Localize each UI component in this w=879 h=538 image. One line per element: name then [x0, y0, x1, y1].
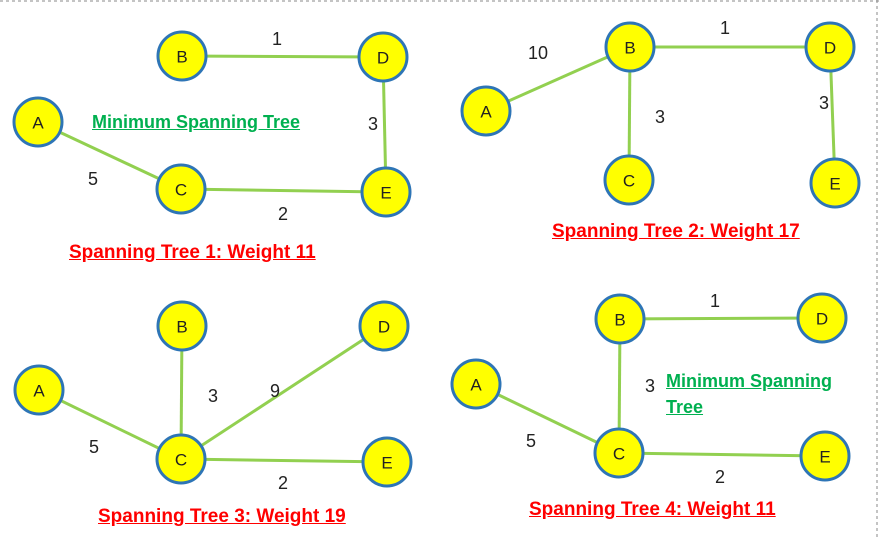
tree-3-node-B-label: B	[176, 318, 187, 337]
tree-1-edge-D-E-weight: 3	[368, 114, 378, 134]
tree-2-edge-D-E-weight: 3	[819, 93, 829, 113]
tree-2-caption: Spanning Tree 2: Weight 17	[552, 221, 800, 242]
tree-4-edge-B-C-weight: 3	[645, 376, 655, 396]
tree-1-node-A-label: A	[32, 114, 44, 133]
tree-2-node-B-label: B	[624, 39, 635, 58]
tree-4-node-B-circle	[594, 293, 646, 345]
tree-1-node-C-label: C	[175, 181, 187, 200]
tree-3-node-B-circle	[156, 300, 208, 352]
tree-3-node-D-circle	[358, 300, 410, 352]
tree-4-node-B-label: B	[614, 311, 625, 330]
tree-2-edge-A-B	[485, 45, 631, 113]
tree-4-node-C-label: C	[613, 445, 625, 464]
tree-2-edge-A-B-weight: 10	[528, 43, 548, 63]
tree-2-node-D-label: D	[824, 39, 836, 58]
tree-2-edge-B-D-weight: 1	[720, 18, 730, 38]
tree-1-edge-C-E-weight: 2	[278, 204, 288, 224]
tree-4-node-D: D	[796, 292, 848, 344]
tree-4-node-D-circle	[796, 292, 848, 344]
tree-4-node-C: C	[593, 427, 645, 479]
tree-1-node-B-label: B	[176, 48, 187, 67]
tree-1-node-A-circle	[12, 96, 64, 148]
tree-4-node-A-circle	[450, 358, 502, 410]
tree-4-edge-A-C	[475, 382, 620, 455]
tree-2-node-C: C	[603, 154, 655, 206]
tree-3-node-E: E	[361, 436, 413, 488]
tree-3-node-A-circle	[13, 364, 65, 416]
tree-2-edge-B-C-weight: 3	[655, 107, 665, 127]
tree-1-node-E-circle	[360, 166, 412, 218]
tree-2-node-E-label: E	[829, 175, 840, 194]
tree-3-edge-C-D	[180, 324, 385, 461]
tree-1-node-C: C	[155, 163, 207, 215]
tree-3-edge-C-E	[180, 457, 388, 464]
tree-2-node-E-circle	[809, 157, 861, 209]
tree-4-edge-C-E-weight: 2	[715, 467, 725, 487]
tree-4-node-C-circle	[593, 427, 645, 479]
tree-2-node-E: E	[809, 157, 861, 209]
tree-3-node-C: C	[155, 433, 207, 485]
tree-1-edge-A-C-weight: 5	[88, 169, 98, 189]
tree-2-node-A-label: A	[480, 103, 492, 122]
tree-1-node-C-circle	[155, 163, 207, 215]
tree-3-node-D: D	[358, 300, 410, 352]
tree-3-node-A: A	[13, 364, 65, 416]
tree-1-edge-C-E	[180, 187, 387, 194]
tree-4-edge-A-C-weight: 5	[526, 431, 536, 451]
tree-4-node-D-label: D	[816, 310, 828, 329]
tree-3-edge-B-C-weight: 3	[208, 386, 218, 406]
tree-3-node-E-circle	[361, 436, 413, 488]
tree-3-node-E-label: E	[381, 454, 392, 473]
tree-1-mst-note: Minimum Spanning Tree	[92, 112, 301, 132]
tree-1-node-A: A	[12, 96, 64, 148]
tree-1-node-E-label: E	[380, 184, 391, 203]
tree-1-edge-B-D-weight: 1	[272, 29, 282, 49]
tree-1-node-D: D	[357, 31, 409, 83]
tree-1-caption: Spanning Tree 1: Weight 11	[69, 242, 316, 263]
tree-2-node-B: B	[604, 21, 656, 73]
tree-3-caption: Spanning Tree 3: Weight 19	[98, 506, 346, 527]
tree-2-node-C-label: C	[623, 172, 635, 191]
tree-4-caption: Spanning Tree 4: Weight 11	[529, 499, 776, 520]
tree-3-node-A-label: A	[33, 382, 45, 401]
tree-3-edge-C-E-weight: 2	[278, 473, 288, 493]
tree-1-node-D-circle	[357, 31, 409, 83]
tree-3-node-C-circle	[155, 433, 207, 485]
tree-4-edge-C-E	[618, 451, 826, 458]
tree-2-node-A: A	[460, 85, 512, 137]
tree-4-edge-B-D-weight: 1	[710, 291, 720, 311]
tree-1-node-E: E	[360, 166, 412, 218]
tree-2-node-D: D	[804, 21, 856, 73]
tree-3-edge-A-C-weight: 5	[89, 437, 99, 457]
tree-2-node-C-circle	[603, 154, 655, 206]
tree-1-node-B: B	[156, 30, 208, 82]
tree-4-node-B: B	[594, 293, 646, 345]
tree-3-edge-C-D-weight: 9	[270, 381, 280, 401]
tree-4-node-E-label: E	[819, 448, 830, 467]
tree-2-node-B-circle	[604, 21, 656, 73]
tree-3-node-C-label: C	[175, 451, 187, 470]
tree-3-node-D-label: D	[378, 318, 390, 337]
tree-1-edge-A-C	[37, 120, 182, 191]
nodes-layer: A B C D E A B C D E A B C D E A B C D E	[12, 21, 861, 488]
tree-4-node-E-circle	[799, 430, 851, 482]
tree-1-node-D-label: D	[377, 49, 389, 68]
tree-4-mst-note: Minimum Spanning Tree	[666, 371, 832, 417]
tree-4-node-A-label: A	[470, 376, 482, 395]
tree-1-edge-B-D	[181, 54, 384, 59]
tree-3-edge-A-C	[38, 388, 182, 461]
tree-4-node-A: A	[450, 358, 502, 410]
tree-1-node-B-circle	[156, 30, 208, 82]
tree-4-edge-B-D	[619, 316, 823, 321]
tree-4-node-E: E	[799, 430, 851, 482]
tree-2-node-D-circle	[804, 21, 856, 73]
tree-2-node-A-circle	[460, 85, 512, 137]
tree-3-node-B: B	[156, 300, 208, 352]
